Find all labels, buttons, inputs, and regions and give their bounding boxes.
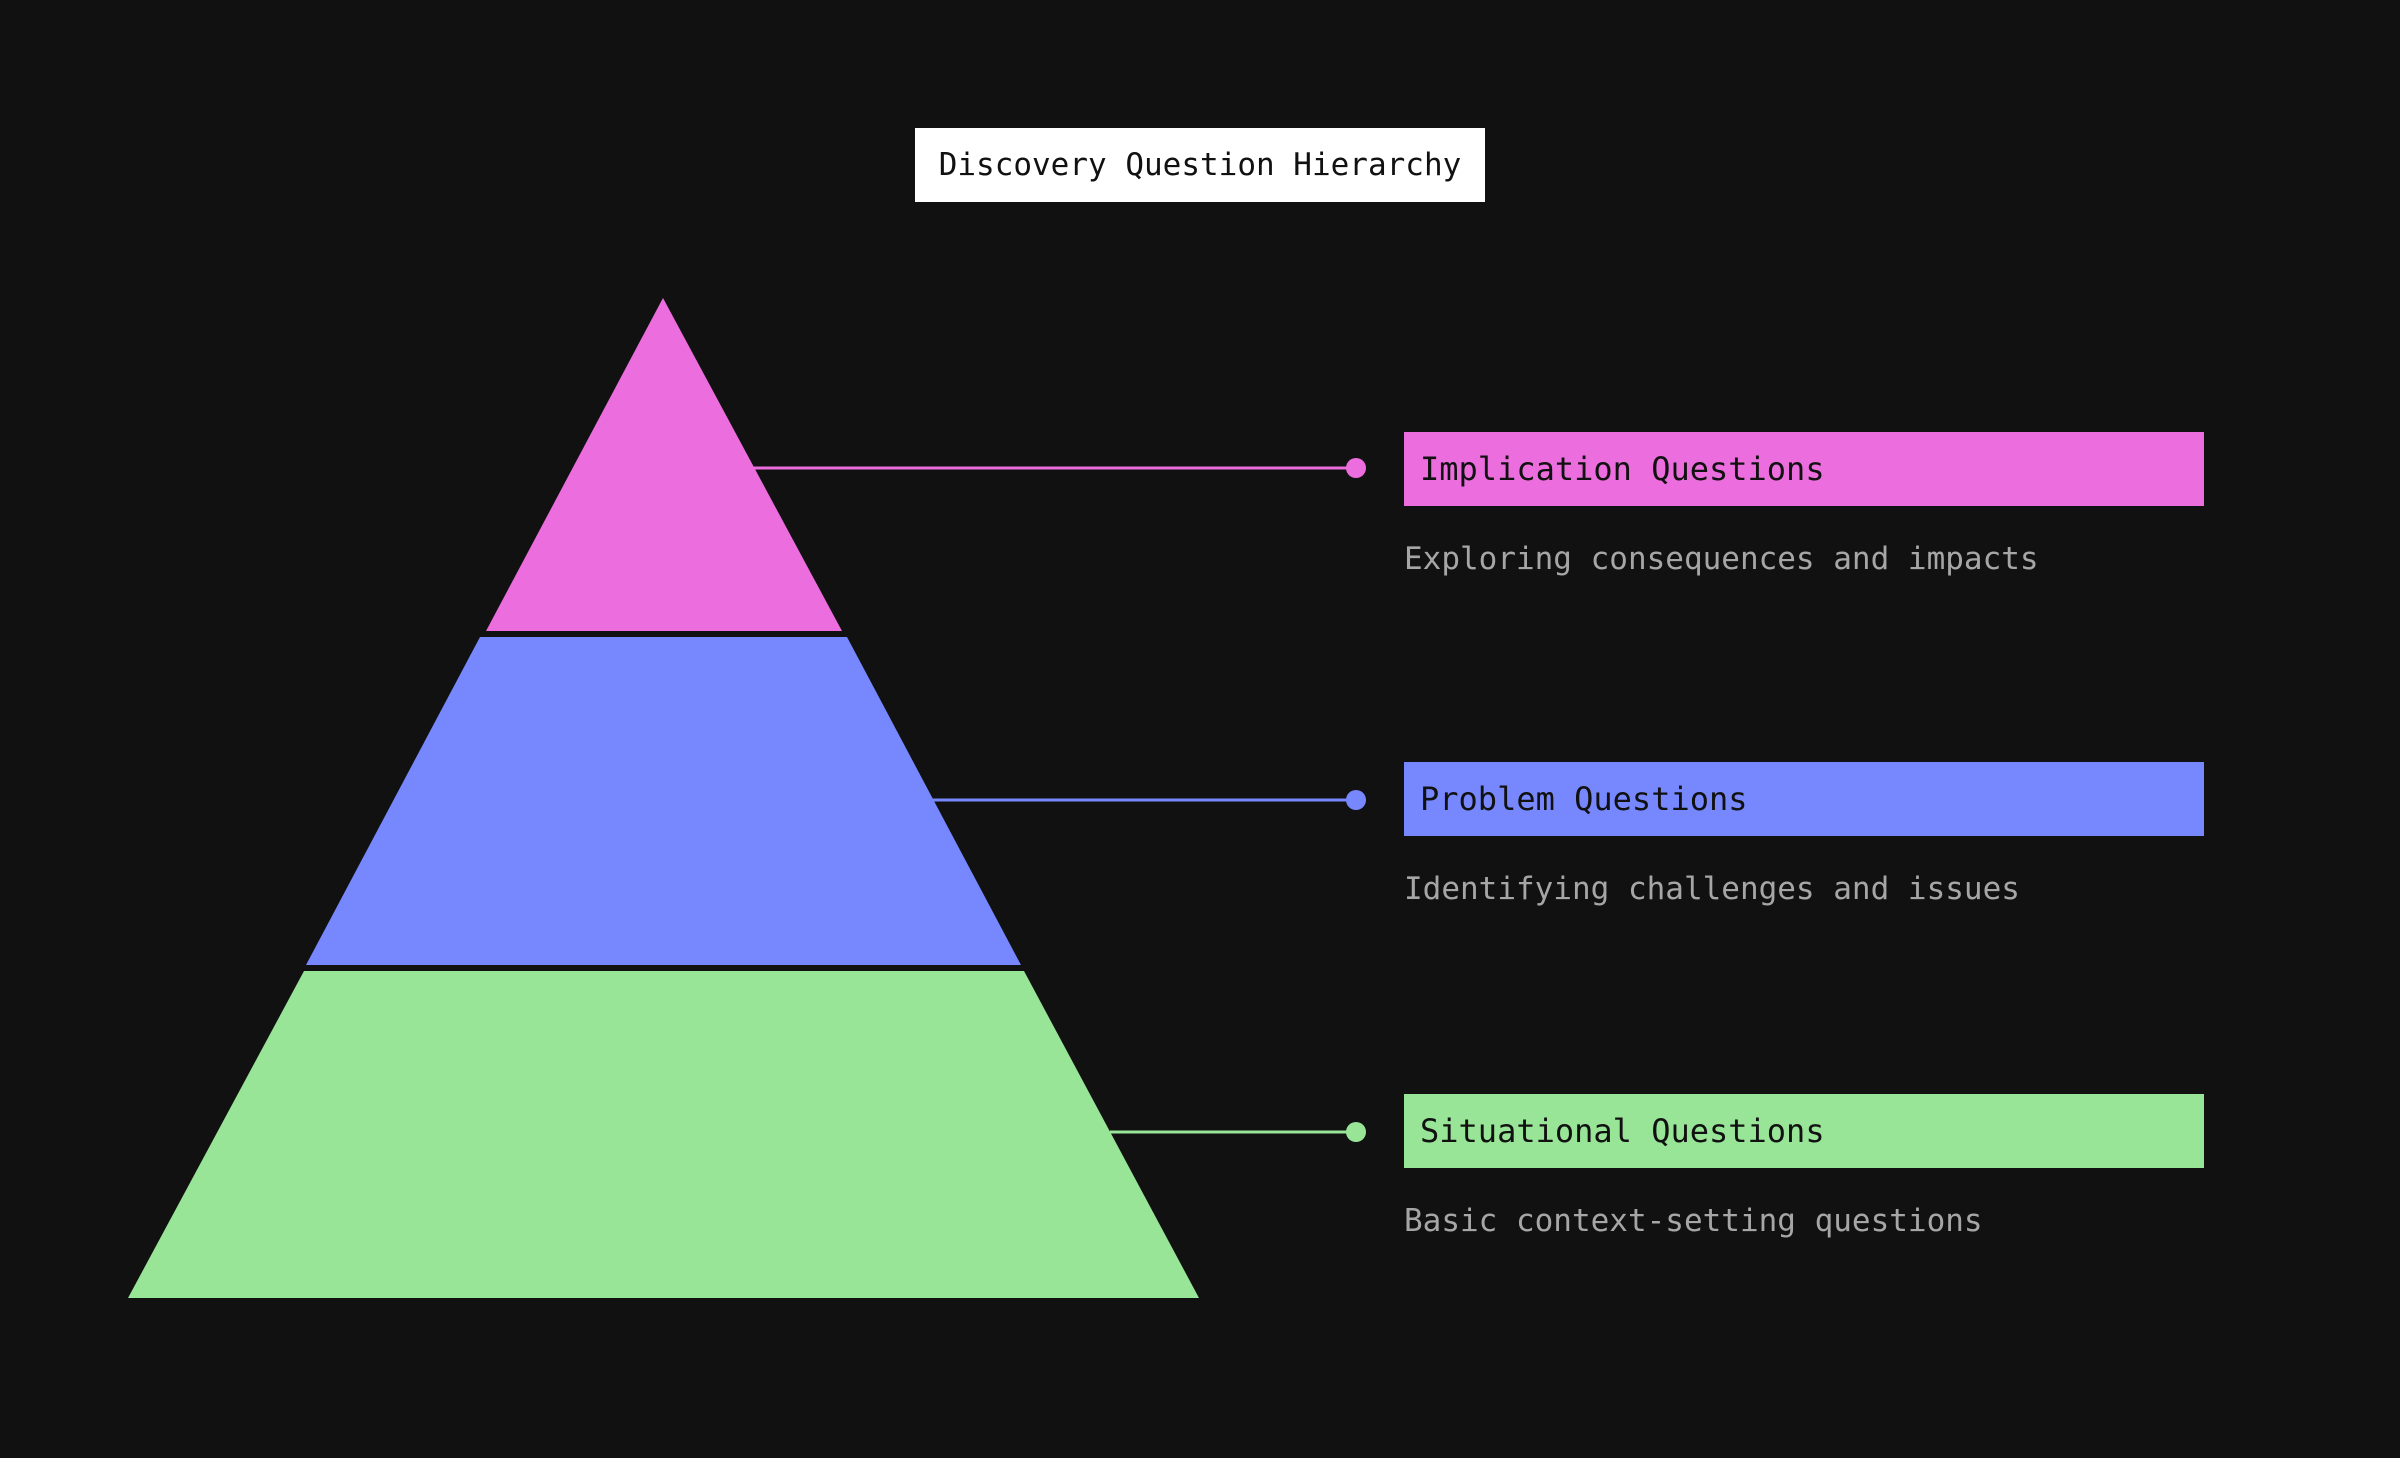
connector-dot-problem <box>1346 790 1366 810</box>
pyramid-tier-problem <box>306 637 1021 965</box>
connector-dot-implication <box>1346 458 1366 478</box>
level-description-problem: Identifying challenges and issues <box>1404 871 2020 907</box>
pyramid-tier-implication <box>486 298 842 631</box>
connector-dot-situational <box>1346 1122 1366 1142</box>
level-description-situational: Basic context-setting questions <box>1404 1203 1983 1239</box>
level-description-implication: Exploring consequences and impacts <box>1404 541 2039 577</box>
diagram-title: Discovery Question Hierarchy <box>915 128 1485 202</box>
level-label-situational: Situational Questions <box>1404 1094 2204 1168</box>
pyramid-tier-situational <box>128 971 1199 1298</box>
level-label-problem: Problem Questions <box>1404 762 2204 836</box>
level-label-implication: Implication Questions <box>1404 432 2204 506</box>
